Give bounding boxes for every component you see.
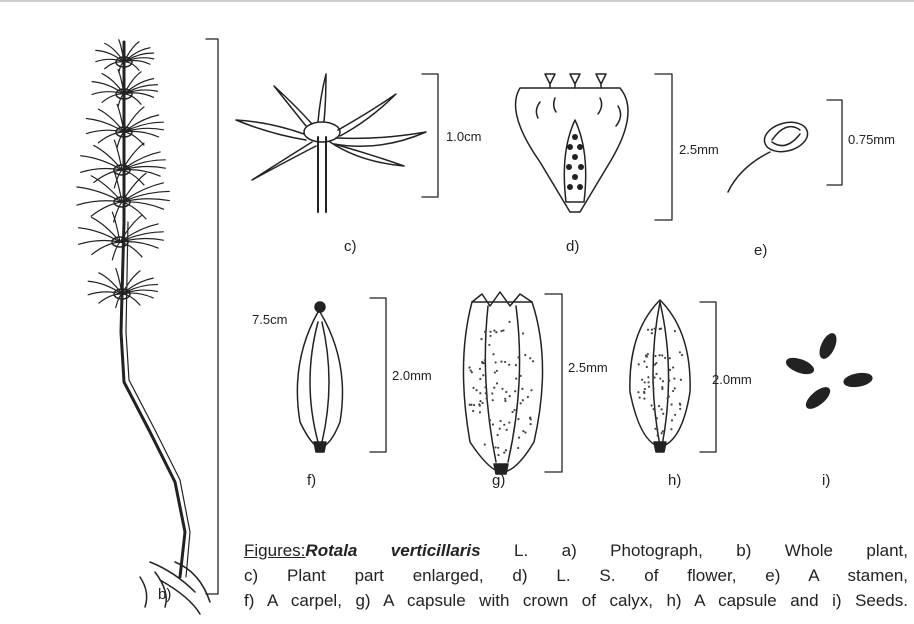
panel-label-e: e) (754, 242, 767, 259)
caption-line-1: Figures:Rotala verticillaris L. a) Photo… (244, 538, 908, 563)
scale-label-e: 0.75mm (848, 132, 895, 147)
panel-label-d: d) (566, 238, 579, 255)
scale-bar-g (545, 294, 562, 472)
scale-label-h: 2.0mm (712, 372, 752, 387)
panel-label-b: b) (158, 586, 171, 603)
scale-label-c: 1.0cm (446, 129, 481, 144)
plant-part-drawing (236, 74, 426, 212)
scale-label-g: 2.5mm (568, 360, 608, 375)
panel-label-h: h) (668, 472, 681, 489)
caption-prefix: Figures: (244, 541, 305, 560)
scale-bar-b (206, 39, 218, 594)
scale-bar-e (827, 100, 842, 185)
panel-label-c: c) (344, 238, 357, 255)
caption-line-2: c) Plant part enlarged, d) L. S. of flow… (244, 563, 908, 588)
caption-line-1-rest: L. a) Photograph, b) Whole plant, (514, 541, 908, 560)
caption-species-name: Rotala verticillaris (305, 541, 480, 560)
flower-section-drawing (516, 74, 629, 212)
seeds-drawing (785, 332, 873, 412)
scale-label-d: 2.5mm (679, 142, 719, 157)
panel-label-f: f) (307, 472, 316, 489)
scale-bar-d (655, 74, 672, 220)
scale-bar-f (370, 298, 386, 452)
scale-label-f-top: 7.5cm (252, 312, 287, 327)
caption-line-3: f) A carpel, g) A capsule with crown of … (244, 588, 908, 613)
stamen-drawing (728, 118, 811, 192)
panel-label-g: g) (492, 472, 505, 489)
panel-label-i: i) (822, 472, 830, 489)
scale-bar-c (422, 74, 438, 197)
carpel-drawing (297, 302, 342, 452)
capsule-drawing (630, 300, 690, 452)
figure-caption: Figures:Rotala verticillaris L. a) Photo… (244, 538, 908, 613)
scale-label-f: 2.0mm (392, 368, 432, 383)
whole-plant-drawing (77, 40, 210, 614)
capsule-with-calyx-drawing (463, 292, 542, 474)
